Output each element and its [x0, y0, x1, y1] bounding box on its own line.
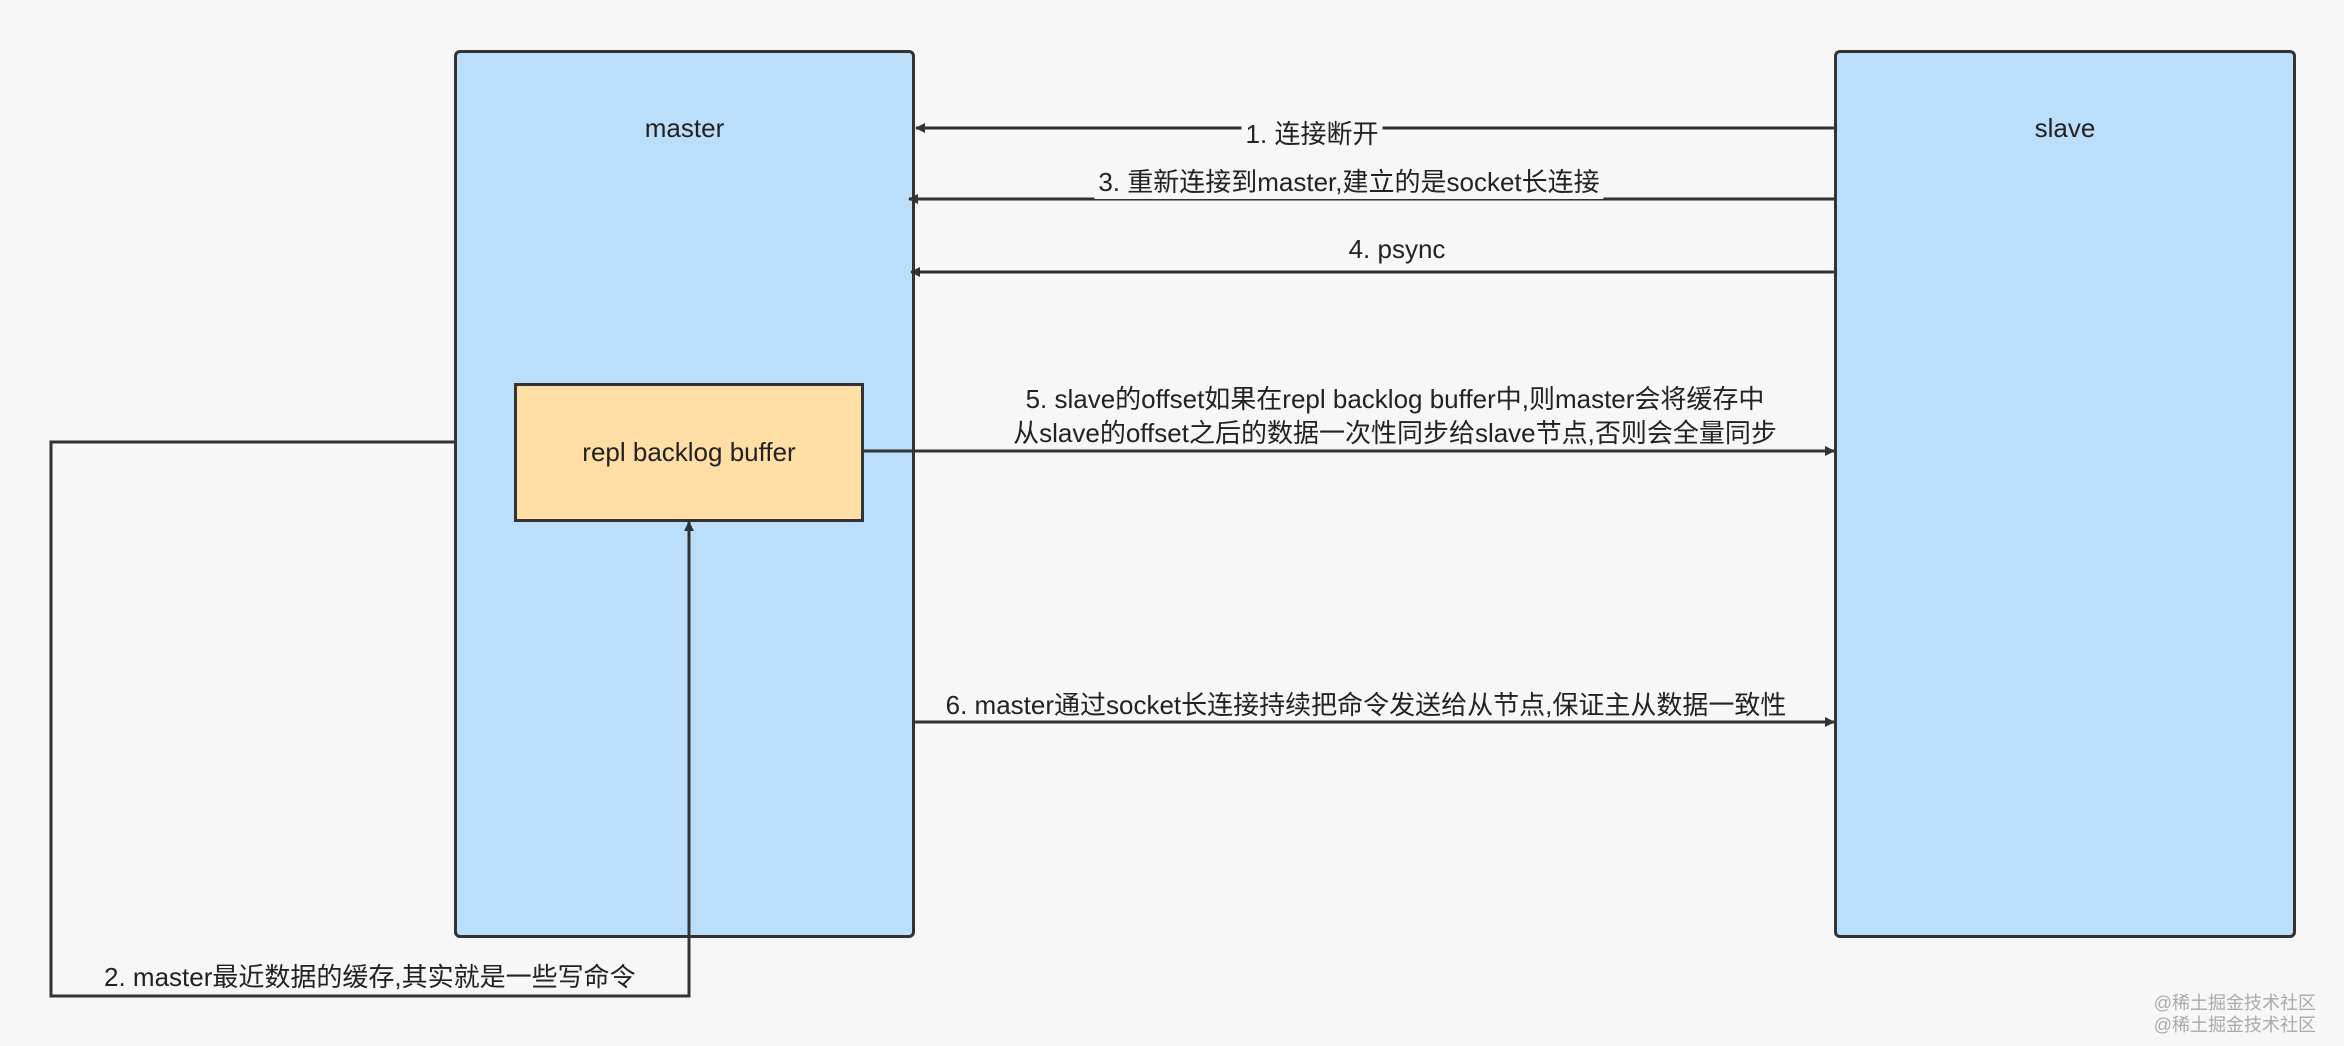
edge-3-label: 3. 重新连接到master,建立的是socket长连接 — [1094, 162, 1604, 199]
repl-backlog-buffer-node: repl backlog buffer — [514, 383, 864, 522]
edge-4-label: 4. psync — [1344, 234, 1450, 265]
edge-5-label-line-1: 5. slave的offset如果在repl backlog buffer中,则… — [1025, 384, 1765, 414]
edge-6-label: 6. master通过socket长连接持续把命令发送给从节点,保证主从数据一致… — [945, 690, 1787, 720]
watermark-text: @稀土掘金技术社区 — [2153, 993, 2316, 1013]
watermark-text-shadow: @稀土掘金技术社区 — [2153, 1015, 2316, 1035]
watermark: @稀土掘金技术社区 @稀土掘金技术社区 — [2154, 992, 2316, 1036]
edge-1-label: 1. 连接断开 — [1241, 114, 1383, 151]
edge-5-label-line-2: 从slave的offset之后的数据一次性同步给slave节点,否则会全量同步 — [1013, 418, 1777, 448]
buffer-label: repl backlog buffer — [582, 437, 796, 467]
master-label: master — [644, 113, 725, 143]
slave-label: slave — [2034, 113, 2096, 143]
edge-2-label: 2. master最近数据的缓存,其实就是一些写命令 — [100, 957, 640, 994]
slave-node: slave — [1834, 50, 2296, 938]
edge-5-label: 5. slave的offset如果在repl backlog buffer中,则… — [1013, 382, 1777, 450]
